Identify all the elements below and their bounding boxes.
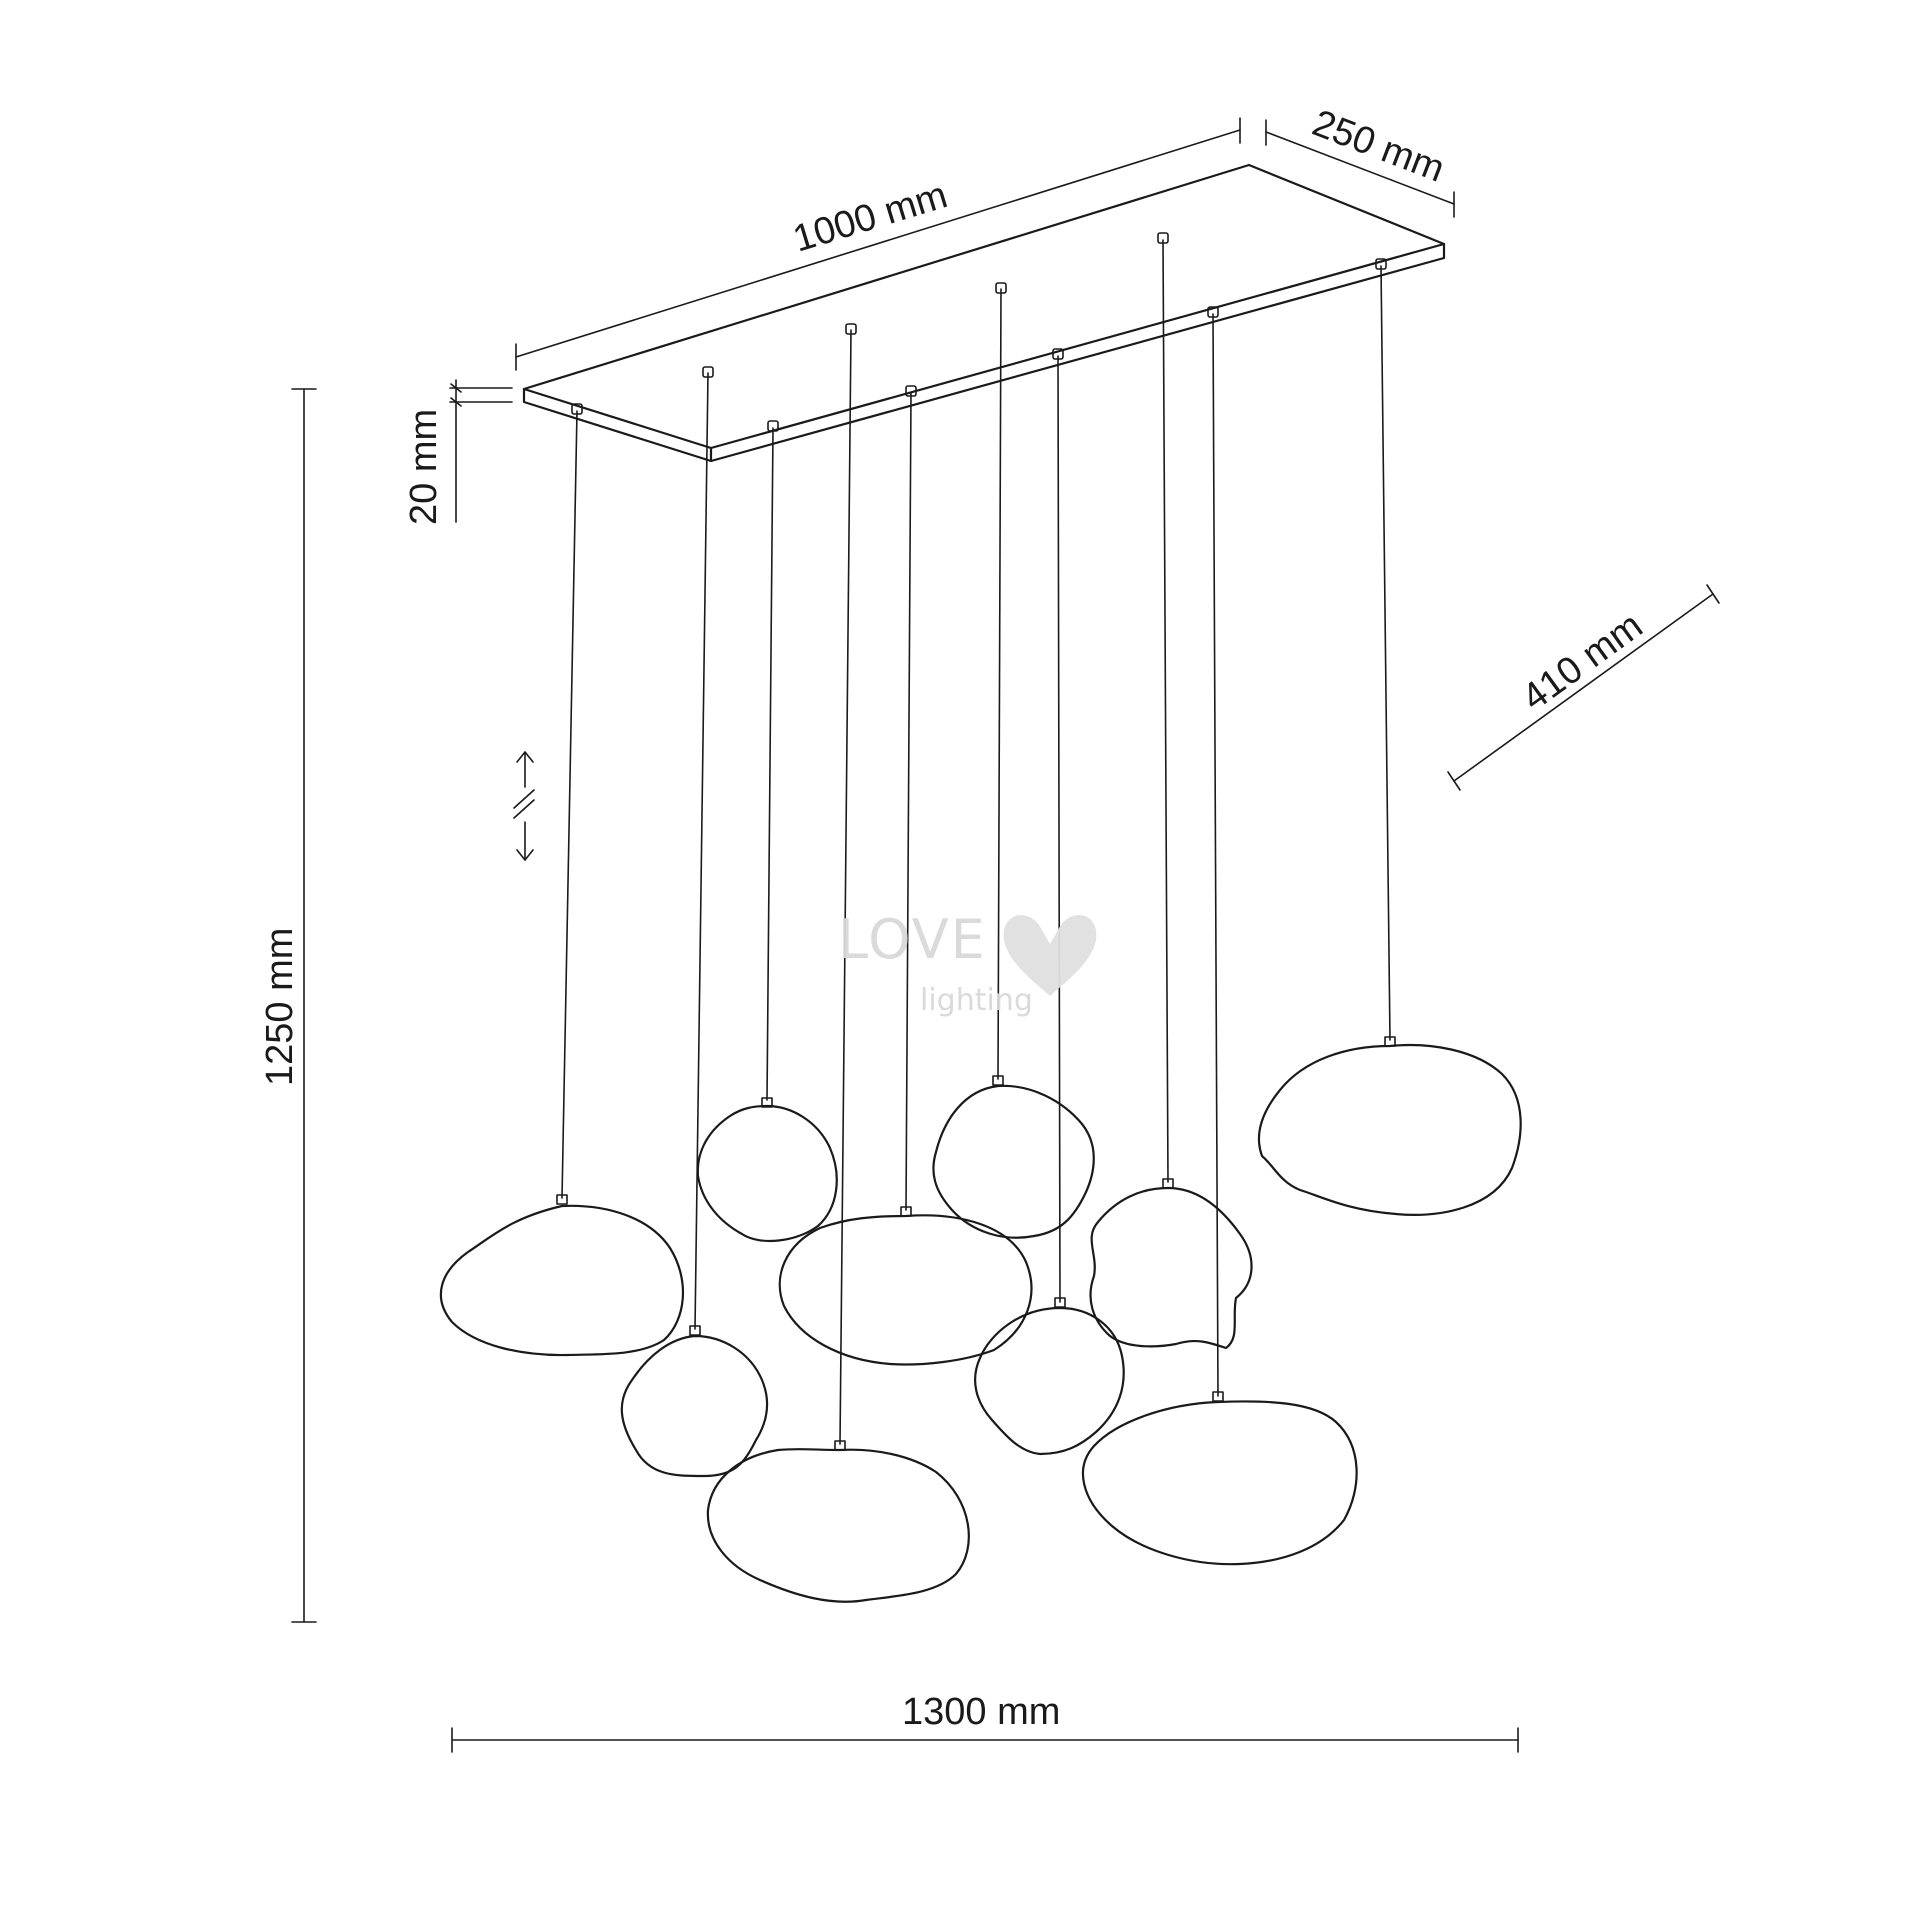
adjustable-length-icon [513,751,535,861]
ceiling-plate [522,163,1446,463]
label-plate-thickness: 20 mm [403,409,445,525]
label-total-width: 1300 mm [902,1691,1060,1733]
shade-3 [620,1334,769,1478]
watermark-brand-bottom: lighting [920,983,1033,1018]
shade-4 [778,1214,1033,1366]
dimension-shade-diameter: 410 mm [1447,584,1720,791]
label-total-height: 1250 mm [259,928,301,1086]
shade-caps [556,1036,1396,1451]
heart-icon [1003,915,1097,996]
dimension-depth-top: 250 mm [1265,102,1455,218]
shade-9 [1081,1400,1358,1566]
cables [561,239,1391,1445]
shade-10 [1257,1043,1522,1216]
label-shade-diameter: 410 mm [1515,605,1651,720]
shade-5 [932,1084,1095,1239]
dimension-total-width: 1300 mm [451,1691,1519,1753]
shade-7 [974,1306,1125,1456]
shade-2 [696,1104,838,1243]
brand-watermark: LOVE lighting [838,908,1097,1018]
dimension-width-top: 1000 mm [515,117,1241,371]
dimension-plate-thickness: 20 mm [403,379,513,525]
shade-6 [706,1448,970,1603]
shade-1 [439,1204,685,1357]
dimension-total-height: 1250 mm [259,388,317,1623]
cable-connectors [571,232,1387,432]
shade-8 [1089,1186,1253,1350]
label-width-top: 1000 mm [788,174,952,260]
glass-shades [439,1043,1522,1603]
label-depth-top: 250 mm [1307,102,1450,190]
watermark-brand-top: LOVE [838,908,987,971]
